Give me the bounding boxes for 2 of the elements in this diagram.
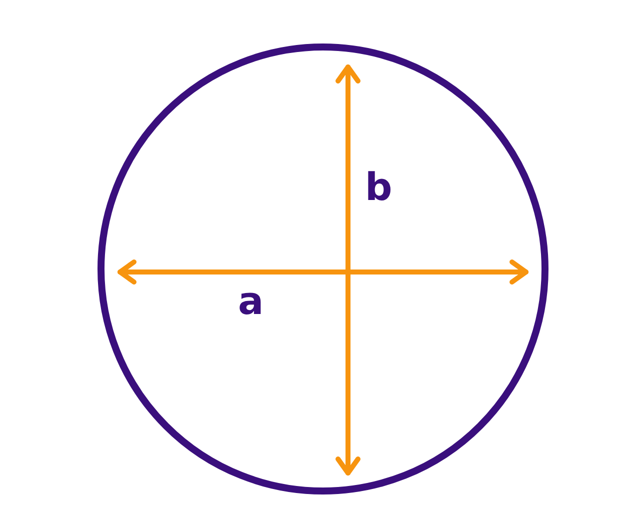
- dimension-label: a: [238, 282, 264, 320]
- dimension-label: b: [365, 168, 392, 206]
